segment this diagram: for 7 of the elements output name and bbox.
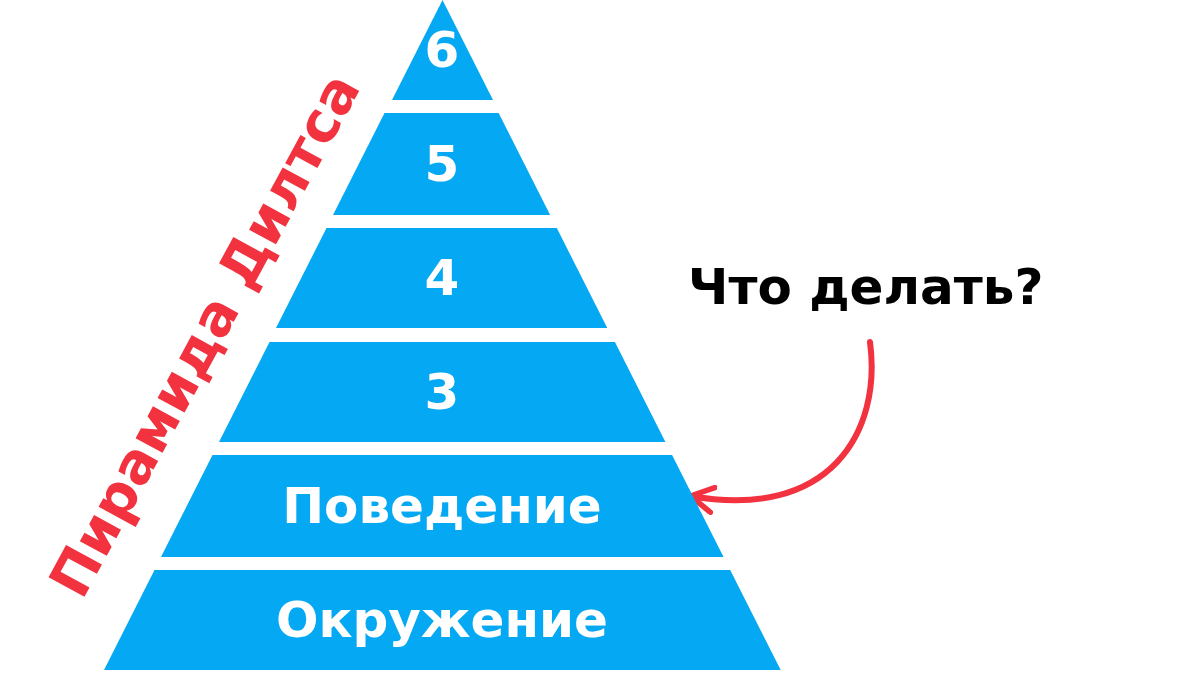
level-label: Поведение xyxy=(281,481,603,531)
level-label: 5 xyxy=(423,139,461,189)
level-label: 4 xyxy=(423,253,461,303)
level-label: Окружение xyxy=(275,595,609,645)
question-text: Что делать? xyxy=(688,262,1044,312)
level-label: 6 xyxy=(423,25,461,75)
level-label: 3 xyxy=(423,367,461,417)
